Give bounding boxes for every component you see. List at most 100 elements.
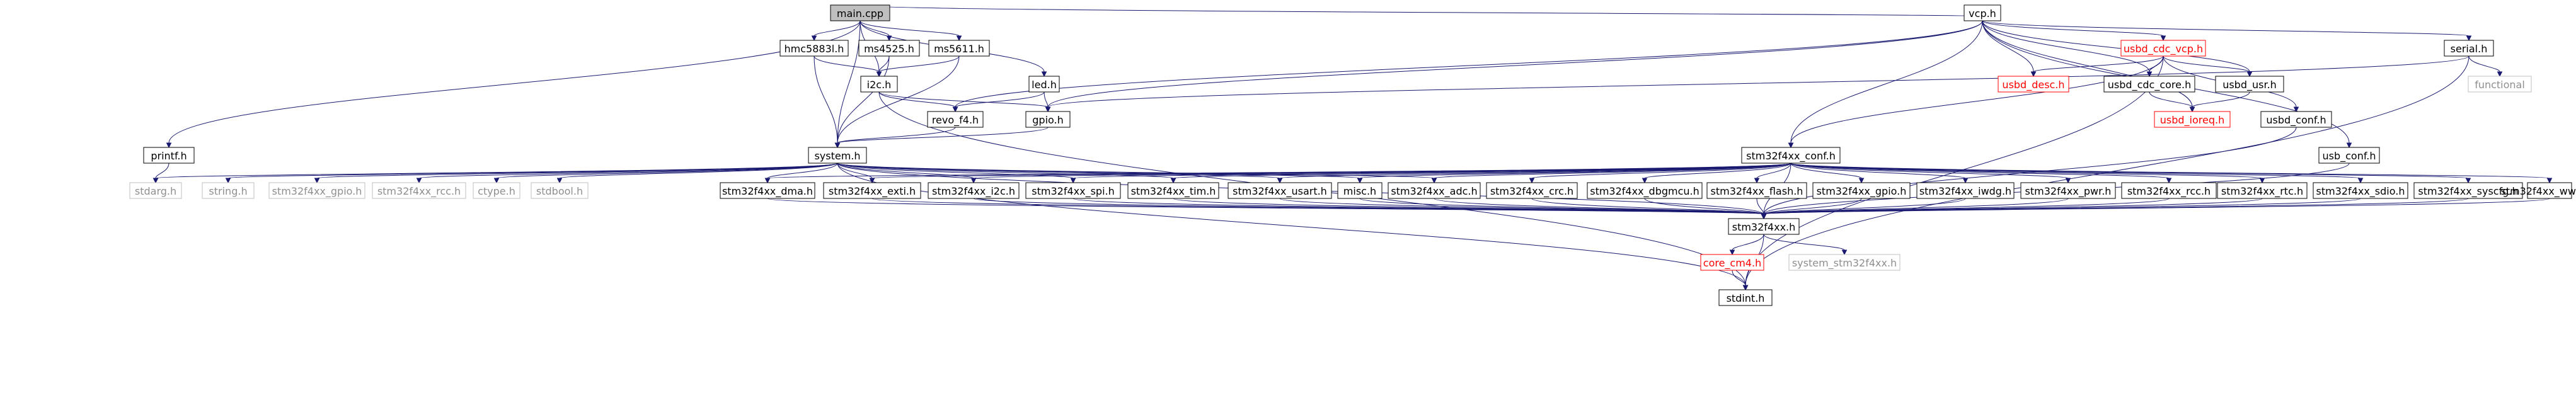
node-usbd_cdc_vcp[interactable]: usbd_cdc_vcp.h xyxy=(2120,40,2206,57)
node-printf[interactable]: printf.h xyxy=(143,147,195,164)
node-string[interactable]: string.h xyxy=(202,182,255,199)
node-adc[interactable]: stm32f4xx_adc.h xyxy=(1388,182,1481,199)
node-usbd_ioreq[interactable]: usbd_ioreq.h xyxy=(2154,111,2231,128)
node-syscfg[interactable]: stm32f4xx_syscfg.h xyxy=(2413,182,2523,199)
node-crc[interactable]: stm32f4xx_crc.h xyxy=(1486,182,1578,199)
node-functional[interactable]: functional xyxy=(2468,76,2532,93)
node-box xyxy=(2444,40,2494,57)
node-sys_stm[interactable]: system_stm32f4xx.h xyxy=(1788,254,1900,271)
node-box xyxy=(1337,182,1383,199)
node-box xyxy=(2217,182,2308,199)
node-stdint[interactable]: stdint.h xyxy=(1718,289,1773,306)
edge-hmc-to-system xyxy=(814,55,841,149)
node-i2c[interactable]: i2c.h xyxy=(860,76,898,93)
node-box xyxy=(1025,111,1071,128)
node-label: string.h xyxy=(209,185,247,197)
node-label: stm32f4xx_spi.h xyxy=(1032,185,1114,198)
node-box xyxy=(1587,182,1703,199)
node-label: stm32f4xx_conf.h xyxy=(1746,150,1836,163)
edge-hmc-to-i2c xyxy=(814,55,882,77)
node-wwdg[interactable]: stm32f4xx_wwdg.h xyxy=(2500,182,2576,199)
node-p_rcc[interactable]: stm32f4xx_rcc.h xyxy=(372,182,466,199)
node-label: usbd_desc.h xyxy=(2002,79,2064,91)
edge-system-to-stdbool xyxy=(556,163,838,184)
node-dma[interactable]: stm32f4xx_dma.h xyxy=(720,182,815,199)
node-label: stdint.h xyxy=(1727,292,1765,304)
node-usbd_cdc_core[interactable]: usbd_cdc_core.h xyxy=(2103,76,2195,93)
node-usbd_desc[interactable]: usbd_desc.h xyxy=(1998,76,2069,93)
node-ms4525[interactable]: ms4525.h xyxy=(858,40,920,57)
node-stdarg[interactable]: stdarg.h xyxy=(129,182,182,199)
node-label: stm32f4xx_syscfg.h xyxy=(2418,185,2518,198)
node-misc[interactable]: misc.h xyxy=(1337,182,1383,199)
node-core[interactable]: core_cm4.h xyxy=(1700,254,1764,271)
node-p_gpio[interactable]: stm32f4xx_gpio.h xyxy=(268,182,365,199)
node-label: stm32f4xx_tim.h xyxy=(1131,185,1216,198)
node-box xyxy=(2313,182,2408,199)
node-conf[interactable]: stm32f4xx_conf.h xyxy=(1741,147,1841,164)
edge-wwdg-to-stm32 xyxy=(1761,198,2550,220)
node-gpio2[interactable]: stm32f4xx_gpio.h xyxy=(1812,182,1911,199)
node-label: stdbool.h xyxy=(536,185,583,197)
node-gpio[interactable]: gpio.h xyxy=(1025,111,1071,128)
node-tim[interactable]: stm32f4xx_tim.h xyxy=(1127,182,1219,199)
node-i2cf[interactable]: stm32f4xx_i2c.h xyxy=(928,182,1020,199)
node-exti[interactable]: stm32f4xx_exti.h xyxy=(823,182,921,199)
node-box xyxy=(928,182,1020,199)
edge-serial-to-gpio xyxy=(1045,55,2470,113)
node-vcp[interactable]: vcp.h xyxy=(1964,4,2001,21)
node-rtc[interactable]: stm32f4xx_rtc.h xyxy=(2217,182,2308,199)
node-box xyxy=(268,182,365,199)
node-label: usbd_cdc_core.h xyxy=(2108,79,2191,91)
node-dbg[interactable]: stm32f4xx_dbgmcu.h xyxy=(1587,182,1703,199)
node-led[interactable]: led.h xyxy=(1028,76,1060,93)
node-box xyxy=(860,76,898,93)
node-box xyxy=(858,40,920,57)
edge-vcp-to-usbd_cdc_vcp xyxy=(1982,20,2166,42)
edge-conf-to-tim xyxy=(1170,163,1791,184)
edge-system-to-p_gpio xyxy=(314,163,838,184)
node-ms5611[interactable]: ms5611.h xyxy=(928,40,990,57)
node-label: stm32f4xx_gpio.h xyxy=(272,185,362,198)
node-pwr[interactable]: stm32f4xx_pwr.h xyxy=(2020,182,2116,199)
node-main[interactable]: main.cpp xyxy=(830,4,890,21)
edge-main-to-printf xyxy=(166,20,861,149)
node-usb_conf[interactable]: usb_conf.h xyxy=(2318,147,2380,164)
node-label: stm32f4xx_exti.h xyxy=(829,185,916,198)
edge-revo-to-system xyxy=(834,127,956,149)
node-box xyxy=(1228,182,1332,199)
edge-usbd_cdc_vcp-to-conf xyxy=(1788,55,2164,149)
node-iwdg[interactable]: stm32f4xx_iwdg.h xyxy=(1916,182,2015,199)
edge-main-to-ms5611 xyxy=(860,20,962,42)
node-revo[interactable]: revo_f4.h xyxy=(927,111,984,128)
node-spi[interactable]: stm32f4xx_spi.h xyxy=(1025,182,1121,199)
node-hmc[interactable]: hmc5883l.h xyxy=(779,40,849,57)
edge-conf-to-rtc xyxy=(1790,163,2265,184)
node-box xyxy=(2103,76,2195,93)
node-rcc2[interactable]: stm32f4xx_rcc.h xyxy=(2121,182,2217,199)
edge-conf-to-sdio xyxy=(1790,163,2364,184)
edge-stm32-to-core xyxy=(1729,234,1764,256)
node-system[interactable]: system.h xyxy=(808,147,867,164)
node-sdio[interactable]: stm32f4xx_sdio.h xyxy=(2313,182,2408,199)
node-usbd_usr[interactable]: usbd_usr.h xyxy=(2215,76,2284,93)
node-box xyxy=(779,40,849,57)
node-box xyxy=(473,182,520,199)
edge-system-to-string xyxy=(225,163,838,184)
edge-conf-to-gpio2 xyxy=(1790,163,1865,184)
node-label: i2c.h xyxy=(867,79,892,91)
node-label: stm32f4xx_i2c.h xyxy=(932,185,1015,198)
node-usart[interactable]: stm32f4xx_usart.h xyxy=(1228,182,1332,199)
node-label: printf.h xyxy=(151,150,187,162)
node-usbd_conf[interactable]: usbd_conf.h xyxy=(2260,111,2332,128)
node-label: ms5611.h xyxy=(934,43,984,55)
node-label: stm32f4xx.h xyxy=(1732,221,1796,233)
node-stdbool[interactable]: stdbool.h xyxy=(531,182,589,199)
node-box xyxy=(1486,182,1578,199)
node-stm32[interactable]: stm32f4xx.h xyxy=(1728,218,1800,235)
node-serial[interactable]: serial.h xyxy=(2444,40,2494,57)
node-label: usbd_ioreq.h xyxy=(2160,114,2224,127)
node-ctype[interactable]: ctype.h xyxy=(473,182,520,199)
node-flash[interactable]: stm32f4xx_flash.h xyxy=(1706,182,1807,199)
edge-vcp-to-gpio xyxy=(1045,20,1983,113)
